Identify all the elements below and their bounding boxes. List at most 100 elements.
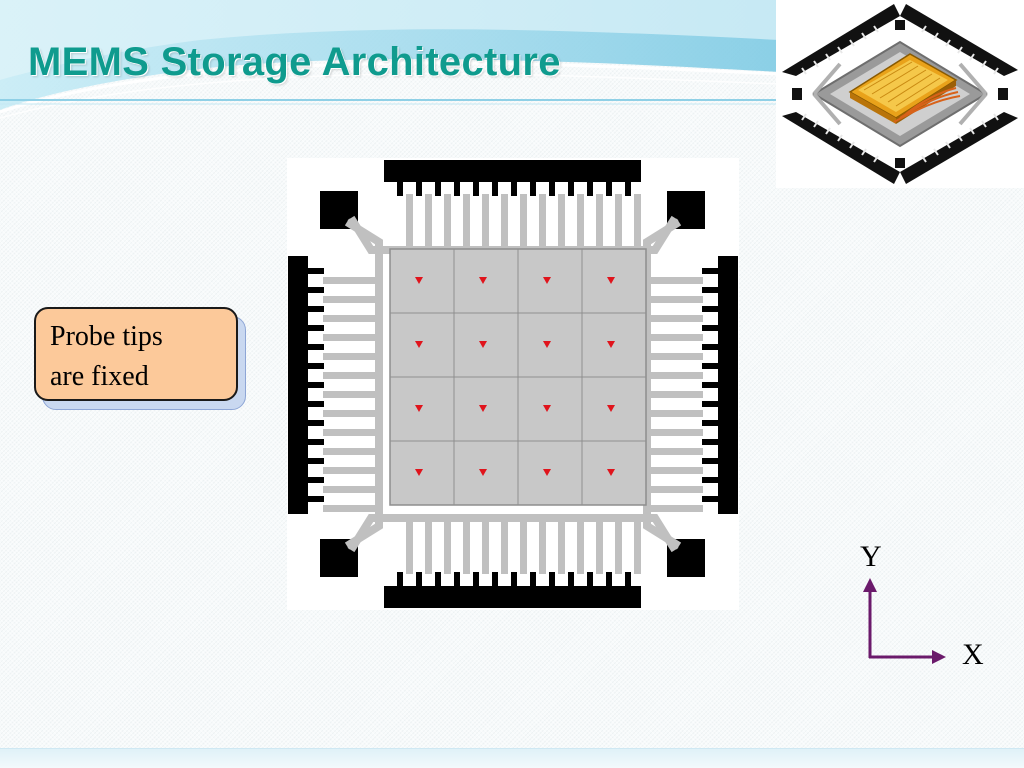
spring-tooth <box>649 448 703 455</box>
spring-tooth <box>425 194 432 248</box>
spring-tooth <box>463 194 470 248</box>
spring-tooth <box>323 334 377 341</box>
actuator-top <box>384 160 641 182</box>
spring-tooth <box>520 520 527 574</box>
x-arrow-head <box>932 650 946 664</box>
spring-tooth <box>649 372 703 379</box>
comb-tooth <box>511 572 517 586</box>
spring-tooth <box>444 520 451 574</box>
spring-tooth <box>596 194 603 248</box>
comb-tooth <box>308 287 324 293</box>
spring-tooth <box>463 520 470 574</box>
x-axis-label: X <box>962 638 984 671</box>
spring-tooth <box>615 194 622 248</box>
probe-tip <box>415 277 423 284</box>
probe-tips-callout: Probe tips are fixed <box>34 307 238 401</box>
spring-tooth <box>323 391 377 398</box>
spring-tooth <box>558 194 565 248</box>
comb-tooth <box>308 306 324 312</box>
spring-tooth <box>615 520 622 574</box>
comb-tooth <box>416 182 422 196</box>
spring-tooth <box>323 486 377 493</box>
comb-tooth <box>530 572 536 586</box>
spring-tooth <box>649 353 703 360</box>
media-cell <box>581 440 647 506</box>
footer-band <box>0 748 1024 768</box>
comb-tooth <box>702 363 718 369</box>
comb-tooth <box>702 306 718 312</box>
spring-tooth <box>323 372 377 379</box>
spring-tooth <box>634 520 641 574</box>
comb-tooth <box>435 182 441 196</box>
comb-tooth <box>308 439 324 445</box>
spring-tooth <box>539 194 546 248</box>
comb-tooth <box>702 382 718 388</box>
comb-tooth <box>587 182 593 196</box>
spring-tooth <box>649 296 703 303</box>
spring-tooth <box>649 505 703 512</box>
spring-tooth <box>323 505 377 512</box>
spring-tooth <box>323 353 377 360</box>
comb-tooth <box>308 325 324 331</box>
callout-line-1: Probe tips <box>50 321 163 352</box>
comb-tooth <box>454 182 460 196</box>
spring-tooth <box>323 410 377 417</box>
comb-tooth <box>435 572 441 586</box>
probe-tip <box>479 277 487 284</box>
actuator-right <box>718 256 738 514</box>
comb-tooth <box>308 401 324 407</box>
actuator-left <box>288 256 308 514</box>
comb-tooth <box>416 572 422 586</box>
spring-tooth <box>649 315 703 322</box>
spring-tooth <box>577 194 584 248</box>
probe-tip <box>607 469 615 476</box>
comb-tooth <box>308 344 324 350</box>
comb-tooth <box>308 477 324 483</box>
spring-tooth <box>539 520 546 574</box>
probe-tip <box>543 469 551 476</box>
comb-tooth <box>473 572 479 586</box>
xy-axes-indicator: Y X <box>850 536 1000 676</box>
comb-tooth <box>397 182 403 196</box>
probe-tip <box>543 341 551 348</box>
comb-tooth <box>308 458 324 464</box>
probe-tip <box>479 341 487 348</box>
spring-tooth <box>444 194 451 248</box>
spring-tooth <box>558 520 565 574</box>
spring-tooth <box>520 194 527 248</box>
spring-tooth <box>323 296 377 303</box>
comb-tooth <box>568 182 574 196</box>
comb-tooth <box>549 572 555 586</box>
comb-tooth <box>625 182 631 196</box>
comb-tooth <box>625 572 631 586</box>
spring-tooth <box>482 520 489 574</box>
spring-tooth <box>425 520 432 574</box>
spring-tooth <box>649 429 703 436</box>
probe-tip <box>415 341 423 348</box>
probe-tip <box>607 341 615 348</box>
mems-top-view-diagram <box>287 158 739 610</box>
spring-tooth <box>649 486 703 493</box>
comb-tooth <box>397 572 403 586</box>
spring-tooth <box>482 194 489 248</box>
comb-tooth <box>702 268 718 274</box>
y-axis-label: Y <box>860 540 882 573</box>
probe-tip <box>479 405 487 412</box>
spring-tooth <box>501 520 508 574</box>
spring-tooth <box>649 277 703 284</box>
comb-tooth <box>454 572 460 586</box>
comb-tooth <box>702 344 718 350</box>
spring-tooth <box>577 520 584 574</box>
comb-tooth <box>702 401 718 407</box>
spring-tooth <box>406 194 413 248</box>
comb-tooth <box>492 572 498 586</box>
spring-tooth <box>323 315 377 322</box>
spring-tooth <box>634 194 641 248</box>
comb-tooth <box>702 477 718 483</box>
probe-tip <box>607 405 615 412</box>
comb-tooth <box>549 182 555 196</box>
spring-tooth <box>649 391 703 398</box>
probe-tip <box>415 405 423 412</box>
comb-tooth <box>587 572 593 586</box>
spring-tooth <box>649 334 703 341</box>
